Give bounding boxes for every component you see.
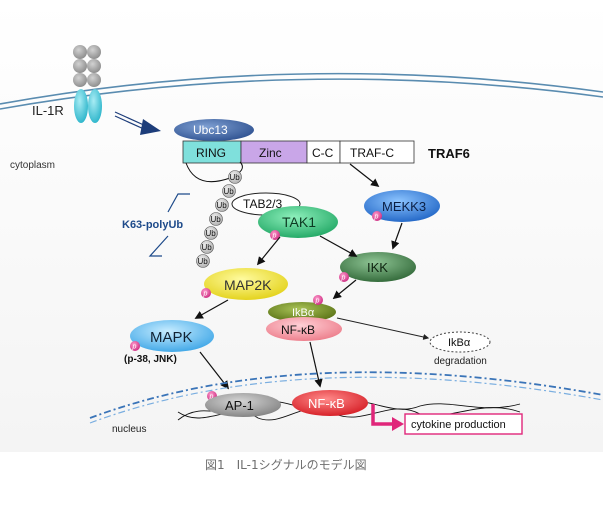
svg-text:TRAF-C: TRAF-C <box>350 146 394 160</box>
tak1-node <box>258 206 338 238</box>
svg-text:p: p <box>203 291 208 298</box>
ub-bead: Ub <box>204 226 218 240</box>
svg-text:p: p <box>341 275 346 282</box>
phospho-icon: p <box>372 211 382 221</box>
svg-text:C-C: C-C <box>312 146 334 160</box>
phospho-icon: p <box>339 272 349 282</box>
map2k-label: MAP2K <box>224 277 272 293</box>
il1-receptor <box>73 45 102 123</box>
k63-label: K63-polyUb <box>122 219 183 231</box>
degradation-label: degradation <box>434 356 487 367</box>
tak1-label: TAK1 <box>282 214 316 230</box>
nuclear-membrane <box>89 371 603 424</box>
phospho-icon: p <box>313 295 323 305</box>
ub-bead: Ub <box>209 212 223 226</box>
ikba-label: IkBα <box>292 307 315 319</box>
svg-text:Ub: Ub <box>211 215 222 224</box>
traf6-protein: RING Zinc C-C TRAF-C <box>182 140 415 164</box>
arrow-tak1-ikk <box>319 235 358 257</box>
svg-text:Ub: Ub <box>224 187 235 196</box>
ubc13-node <box>174 119 254 141</box>
cytokine-arrowhead <box>392 417 404 431</box>
arrow-mapk-ap1 <box>199 351 230 390</box>
ikba-node <box>268 302 336 322</box>
ubc13-label: Ubc13 <box>193 123 228 137</box>
arrow-nfkb-nucleus <box>309 341 323 388</box>
mekk3-node <box>364 190 440 222</box>
phospho-markers: p p p p p p p <box>130 211 382 401</box>
cytokine-box <box>404 413 523 435</box>
phospho-icon: p <box>130 341 140 351</box>
tab23-label: TAB2/3 <box>243 197 282 211</box>
ub-bead: Ub <box>228 170 242 184</box>
ub-bead: Ub <box>215 198 229 212</box>
figure-caption: 図1 IL-1シグナルのモデル図 <box>205 457 367 472</box>
ikba-degraded-label: IkBα <box>448 337 471 349</box>
k63-bracket <box>148 193 190 257</box>
mapk-node <box>130 320 214 352</box>
arrow-tak1-map2k <box>256 236 281 266</box>
svg-text:Zinc: Zinc <box>259 146 282 160</box>
phospho-icon: p <box>201 288 211 298</box>
arrow-traf6-mekk3 <box>349 163 380 188</box>
nfkb-nuclear-label: NF-κB <box>308 396 345 411</box>
receptor-label: IL-1R <box>32 103 64 118</box>
cytokine-label: cytokine production <box>411 419 506 431</box>
nucleus-label: nucleus <box>112 424 146 435</box>
arrow-ikk-ikba <box>332 279 357 300</box>
svg-text:p: p <box>132 344 137 351</box>
ub-bead: Ub <box>200 240 214 254</box>
svg-text:p: p <box>374 214 379 221</box>
ikk-label: IKK <box>367 260 388 275</box>
arrow-degradation <box>336 317 430 340</box>
svg-text:p: p <box>272 233 277 240</box>
svg-text:Ub: Ub <box>230 173 241 182</box>
ikk-node <box>340 252 416 282</box>
svg-text:Ub: Ub <box>217 201 228 210</box>
svg-text:Ub: Ub <box>202 243 213 252</box>
traf6-label: TRAF6 <box>428 146 470 161</box>
ubiquitin-chain: Ub Ub Ub Ub Ub Ub Ub <box>196 170 242 268</box>
svg-text:Ub: Ub <box>198 257 209 266</box>
arrow-map2k-mapk <box>194 299 229 319</box>
nfkb-node <box>266 317 342 341</box>
svg-text:p: p <box>315 298 320 305</box>
nfkb-label: NF-κB <box>281 323 315 337</box>
arrow-mekk3-ikk <box>391 222 403 250</box>
mapk-label: MAPK <box>150 329 193 346</box>
ap1-label: AP-1 <box>225 398 254 413</box>
trafc-domain <box>339 140 415 164</box>
receptor-arrow <box>114 111 161 135</box>
nfkb-nuclear-node <box>292 390 368 416</box>
phospho-icon: p <box>270 230 280 240</box>
ap1-node <box>205 393 281 417</box>
mekk3-label: MEKK3 <box>382 199 426 214</box>
svg-text:Ub: Ub <box>206 229 217 238</box>
ub-bead: Ub <box>222 184 236 198</box>
p38-jnk-label: (p-38, JNK) <box>124 354 177 365</box>
map2k-node <box>204 268 288 300</box>
signal-arrows <box>194 163 403 390</box>
ub-bead: Ub <box>196 254 210 268</box>
cytokine-arrow <box>371 404 394 426</box>
ikba-degraded-node <box>429 331 491 353</box>
svg-text:RING: RING <box>196 146 226 160</box>
svg-text:p: p <box>209 394 214 401</box>
cytoplasm-label: cytoplasm <box>10 160 55 171</box>
